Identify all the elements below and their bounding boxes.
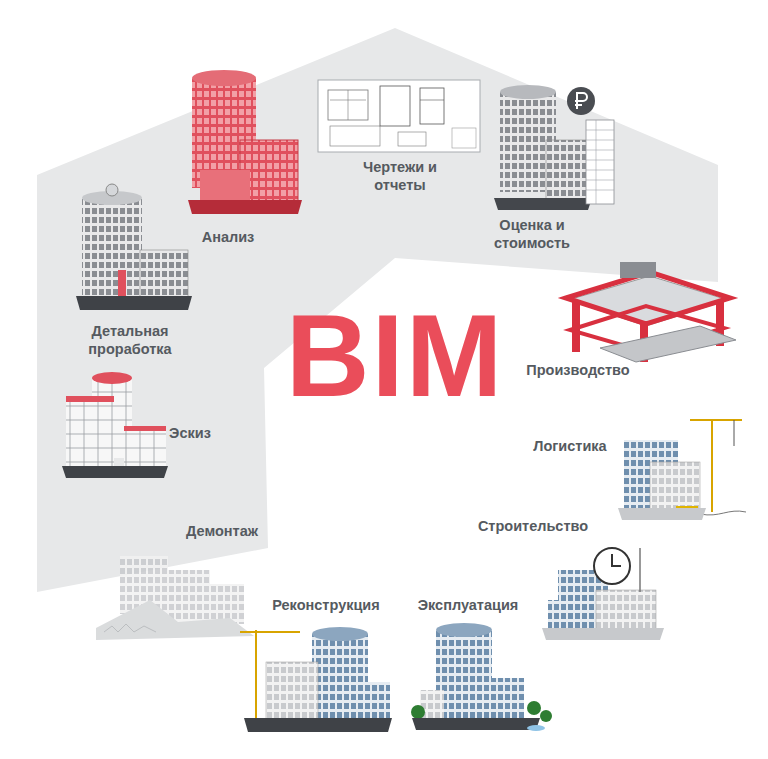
- stage-label: Логистика: [520, 437, 620, 455]
- stage-label: Демонтаж: [172, 522, 272, 540]
- stage-label: Эксплуатация: [403, 596, 533, 614]
- stage-label: Эскиз: [160, 424, 220, 442]
- stage-label: Детальная проработка: [75, 322, 185, 358]
- stage-label: Чертежи и отчеты: [360, 158, 440, 194]
- logistics-building: [618, 420, 746, 520]
- reconstruction-building: [240, 627, 392, 732]
- operation-building: [411, 623, 552, 731]
- production-frame: [566, 262, 736, 362]
- stage-label: Реконструкция: [261, 596, 391, 614]
- stage-label: Строительство: [473, 517, 593, 535]
- detail-building: [76, 184, 192, 310]
- drawings-sheet: [318, 80, 480, 152]
- diagram-title: BIM: [260, 298, 530, 414]
- demolition-building: [96, 556, 254, 640]
- construction-building: [542, 548, 664, 640]
- stage-label: Анализ: [183, 228, 273, 246]
- stage-label: Производство: [518, 361, 638, 379]
- analysis-building: [188, 70, 302, 214]
- estimate-building: [494, 85, 614, 210]
- stage-label: Оценка и стоимость: [487, 216, 577, 252]
- sketch-building: [62, 372, 168, 478]
